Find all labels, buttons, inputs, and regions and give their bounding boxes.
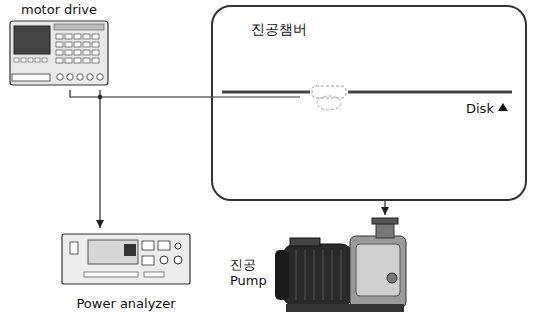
power-analyzer: Power analyzer xyxy=(60,228,192,312)
vacuum-pump xyxy=(275,218,406,312)
motor-drive: motor drive xyxy=(8,2,110,90)
motor-drive-device xyxy=(10,21,108,85)
device-label: motor drive xyxy=(21,2,97,18)
motor-wire xyxy=(212,97,300,98)
part-label: Disk xyxy=(466,101,494,117)
connector xyxy=(384,201,385,215)
power-analyzer-device xyxy=(62,234,190,284)
chamber-label: 진공챔버 xyxy=(251,21,307,38)
vacuum-pump: 진공 Pump xyxy=(228,215,413,319)
pump-label: 진공 Pump xyxy=(230,257,276,288)
device-label: Power analyzer xyxy=(76,296,175,312)
connector xyxy=(99,90,100,228)
connector xyxy=(70,90,211,97)
disk-pointer xyxy=(498,103,508,111)
